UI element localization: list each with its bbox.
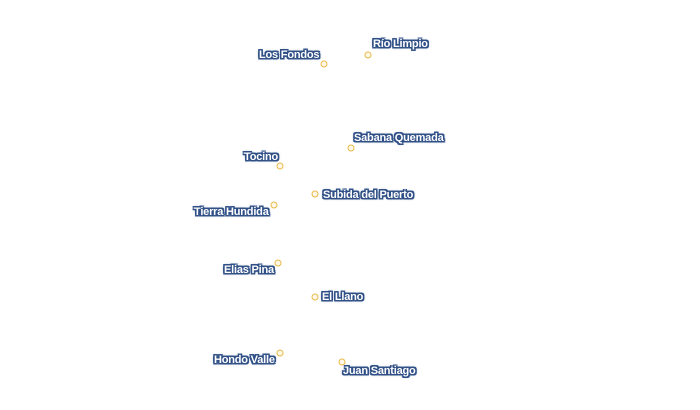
place-label-rio-limpio[interactable]: Río Limpio <box>373 38 428 50</box>
place-marker-icon[interactable] <box>320 60 328 68</box>
place-marker-icon[interactable] <box>274 259 282 267</box>
place-marker-icon[interactable] <box>338 358 346 366</box>
place-label-los-fondos[interactable]: Los Fondos <box>259 49 320 61</box>
place-label-tierra-hundida[interactable]: Tierra Hundida <box>194 206 269 218</box>
place-marker-icon[interactable] <box>347 144 355 152</box>
place-label-elias-pina[interactable]: Elias Pina <box>224 264 274 276</box>
place-label-tocino[interactable]: Tocino <box>244 151 279 163</box>
place-label-hondo-valle[interactable]: Hondo Valle <box>214 354 275 366</box>
place-marker-icon[interactable] <box>311 293 319 301</box>
place-label-el-llano[interactable]: El Llano <box>322 291 364 303</box>
place-marker-icon[interactable] <box>276 162 284 170</box>
place-label-sabana-quemada[interactable]: Sabana Quemada <box>354 132 444 144</box>
place-marker-icon[interactable] <box>364 51 372 59</box>
place-label-subida-del-puerto[interactable]: Subida del Puerto <box>323 189 414 201</box>
place-marker-icon[interactable] <box>276 349 284 357</box>
place-marker-icon[interactable] <box>270 201 278 209</box>
place-marker-icon[interactable] <box>311 190 319 198</box>
place-label-juan-santiago[interactable]: Juan Santiago <box>343 365 416 377</box>
